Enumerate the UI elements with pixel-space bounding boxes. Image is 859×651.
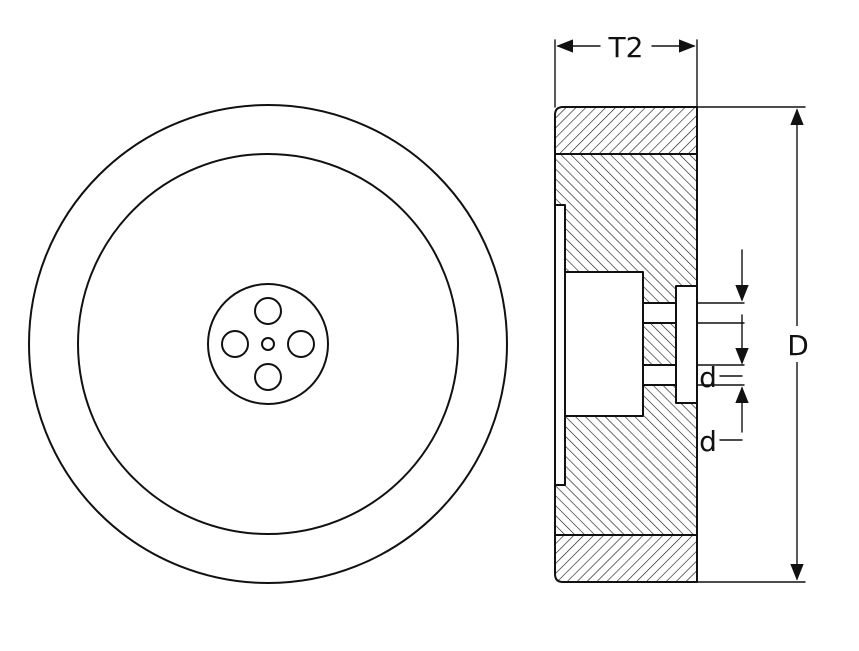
bearing-seat-outline [675, 285, 698, 404]
lower-tread-hatch [555, 535, 697, 582]
inner-rim-circle [77, 153, 459, 535]
hub-recess-outline [554, 204, 566, 486]
lower-core-hatch [555, 385, 697, 535]
center-hole [261, 337, 275, 351]
hub-dimensions: d d [696, 249, 749, 458]
middle-core-hatch [643, 323, 676, 365]
front-view [28, 104, 508, 584]
large-diameter-symbol: d [699, 425, 717, 458]
t2-dimension: T2 [554, 31, 698, 108]
hub-circle [207, 283, 329, 405]
outer-tread-circle [28, 104, 508, 584]
wheel-section-outline [554, 106, 698, 583]
bolt-hole-left [221, 330, 249, 358]
d-diameter-dimension: D [696, 106, 812, 583]
upper-core-hatch [555, 154, 697, 303]
bolt-hole-right [287, 330, 315, 358]
upper-tread-hatch [555, 107, 697, 154]
hub-bore-outline [564, 271, 644, 417]
bolt-hole-top [254, 297, 282, 325]
bolt-hole-bottom [254, 363, 282, 391]
d-label: D [787, 329, 809, 362]
small-diameter-symbol: d [699, 361, 717, 394]
t2-label: T2 [608, 31, 644, 64]
section-view [554, 106, 698, 583]
d-label-background [784, 326, 812, 362]
